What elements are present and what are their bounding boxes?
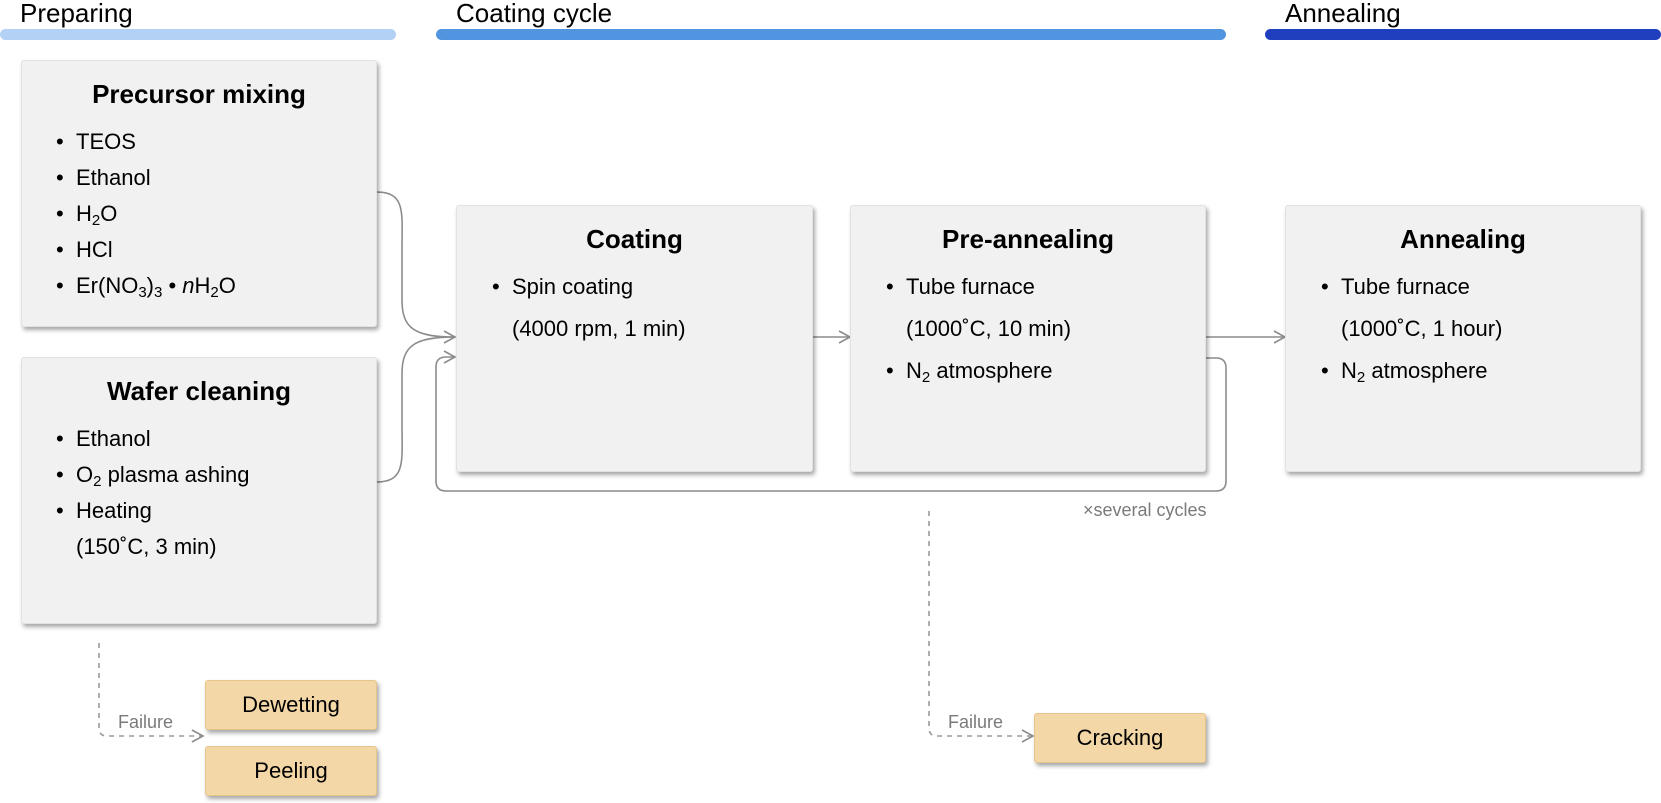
- bullet: •: [56, 165, 64, 190]
- box-title: Precursor mixing: [92, 79, 306, 109]
- times-icon: ×: [1083, 500, 1094, 520]
- bullet: •: [886, 274, 894, 299]
- bullet: •: [492, 274, 500, 299]
- list-item-continuation: (4000 rpm, 1 min): [512, 316, 686, 341]
- stage-title-annealing: Annealing: [1285, 0, 1401, 28]
- bullet: •: [56, 237, 64, 262]
- list-item: HCl: [76, 237, 113, 262]
- list-item: Ethanol: [76, 165, 151, 190]
- coating-box: Coating • Spin coating (4000 rpm, 1 min): [456, 205, 813, 472]
- stage-bar-preparing: [0, 29, 396, 40]
- precursor-to-coating-connector: [375, 191, 457, 344]
- stage-bar-annealing: [1265, 29, 1661, 40]
- cycle-note-text: several cycles: [1093, 500, 1207, 520]
- wafer-cleaning-box: Wafer cleaning • Ethanol • O2 plasma ash…: [21, 357, 377, 624]
- precursor-mixing-box: Precursor mixing • TEOS • Ethanol • H2O …: [21, 60, 377, 327]
- failure-box-cracking: Cracking: [1034, 713, 1206, 763]
- list-item-continuation: (150˚C, 3 min): [76, 534, 217, 559]
- bullet: •: [56, 462, 64, 487]
- bullet: •: [56, 201, 64, 226]
- failure-label-cycle: Failure: [948, 712, 1004, 732]
- box-title: Coating: [586, 224, 683, 254]
- bullet: •: [56, 129, 64, 154]
- wafer-to-coating-connector: [375, 336, 456, 483]
- stage-bar-coating-cycle: [436, 29, 1226, 40]
- list-item: H2O: [76, 201, 118, 229]
- stage-title-coating-cycle: Coating cycle: [456, 0, 613, 28]
- box-title: Annealing: [1400, 224, 1526, 254]
- cycle-count-note: ×several cycles: [1083, 500, 1207, 521]
- repeat-cycle-loop: [435, 350, 1227, 492]
- list-item: TEOS: [76, 129, 136, 154]
- list-item: N2 atmosphere: [1341, 358, 1488, 386]
- list-item-continuation: (1000˚C, 10 min): [906, 316, 1072, 341]
- bullet: •: [56, 426, 64, 451]
- failure-label-prep: Failure: [118, 712, 174, 732]
- bullet: •: [886, 358, 894, 383]
- annealing-box: Annealing • Tube furnace (1000˚C, 1 hour…: [1285, 205, 1641, 472]
- bullet: •: [1321, 358, 1329, 383]
- list-item: Ethanol: [76, 426, 151, 451]
- list-item: O2 plasma ashing: [76, 462, 250, 490]
- box-title: Pre-annealing: [942, 224, 1114, 254]
- bullet: •: [1321, 274, 1329, 299]
- failure-box-peeling: Peeling: [205, 746, 377, 796]
- list-item: Tube furnace: [906, 274, 1035, 299]
- pre-annealing-box: Pre-annealing • Tube furnace (1000˚C, 10…: [850, 205, 1206, 472]
- list-item: Tube furnace: [1341, 274, 1470, 299]
- list-item: N2 atmosphere: [906, 358, 1053, 386]
- failure-box-dewetting: Dewetting: [205, 680, 377, 730]
- list-item: Heating: [76, 498, 152, 523]
- bullet: •: [56, 273, 64, 298]
- list-item: Er(NO3)3 • nH2O: [76, 273, 236, 301]
- prep-failure-dashed-arrow: [98, 643, 205, 743]
- stage-title-preparing: Preparing: [20, 0, 133, 28]
- cycle-failure-dashed-arrow: [928, 511, 1035, 743]
- bullet: •: [56, 498, 64, 523]
- box-title: Wafer cleaning: [107, 376, 291, 406]
- list-item-continuation: (1000˚C, 1 hour): [1341, 316, 1503, 341]
- list-item: Spin coating: [512, 274, 634, 299]
